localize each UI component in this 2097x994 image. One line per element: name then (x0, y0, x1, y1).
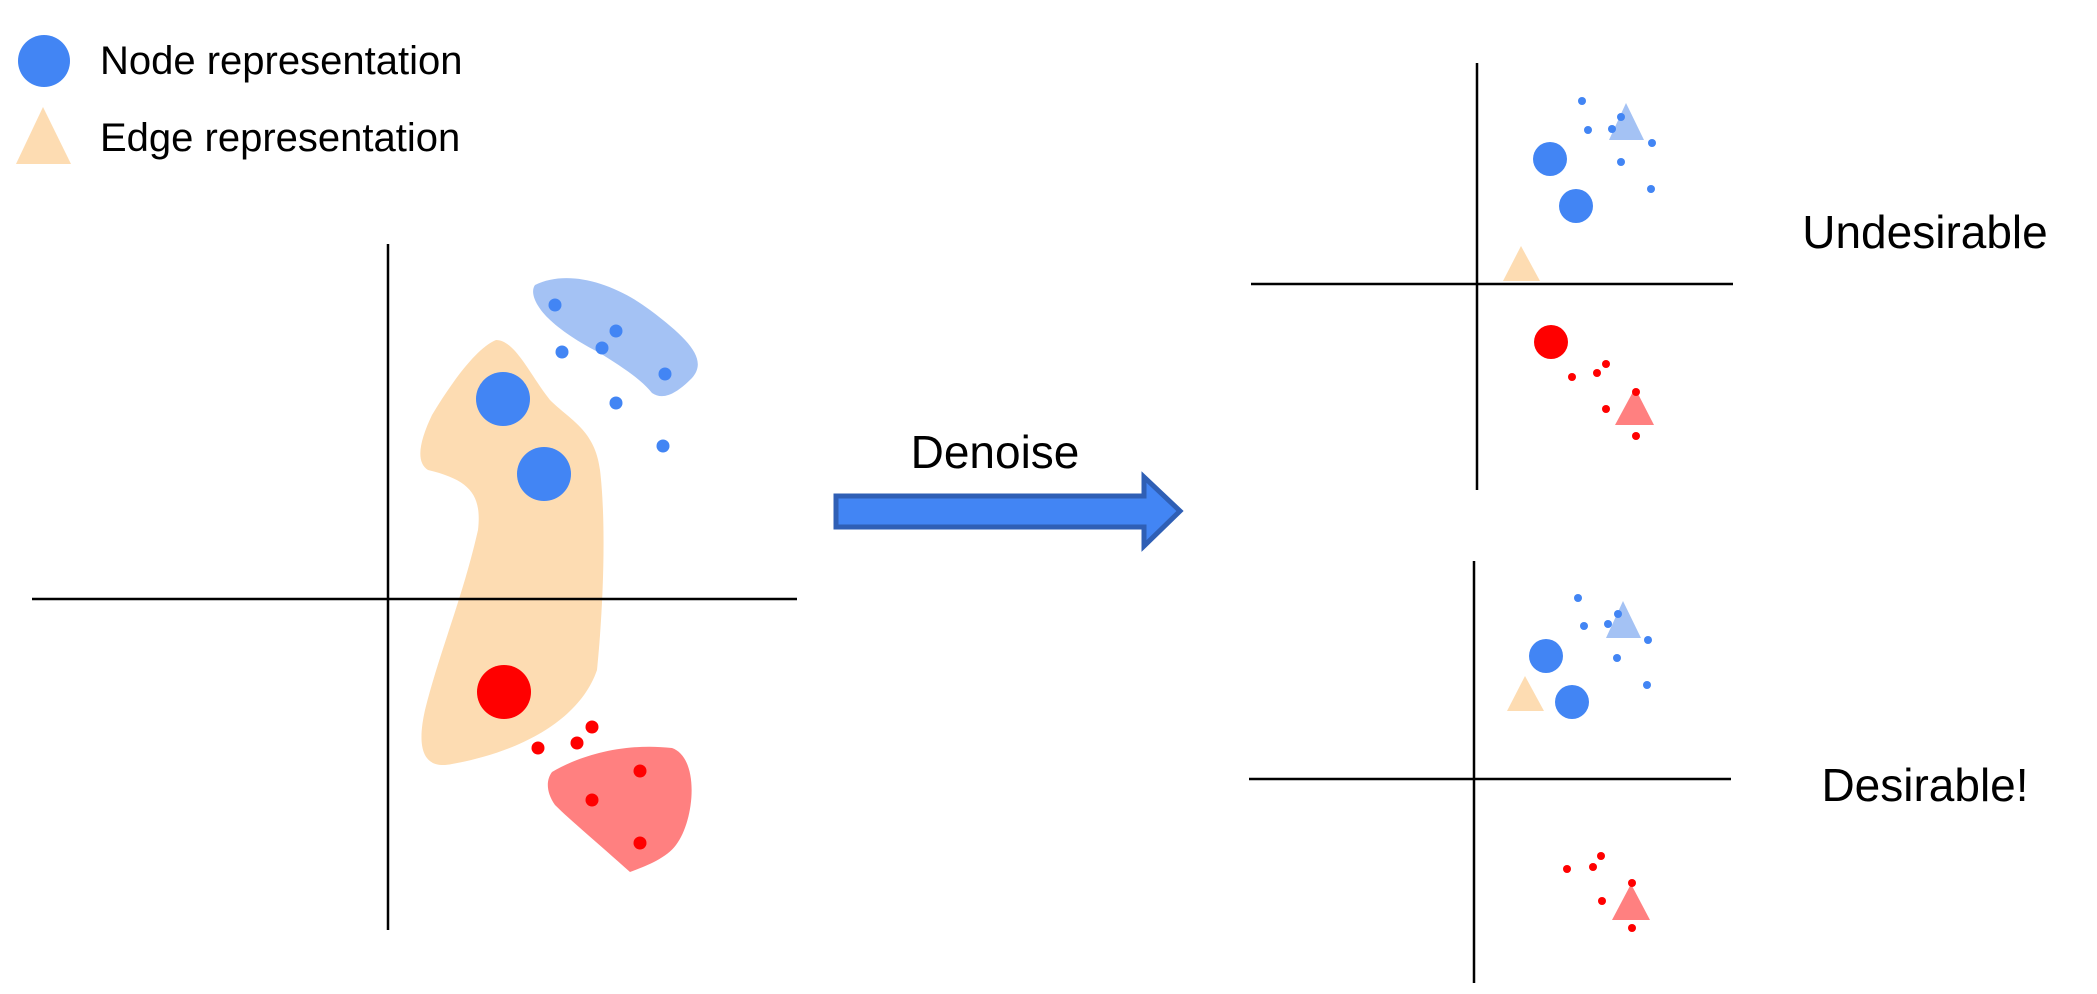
blue-edge-dot (1613, 654, 1621, 662)
orange-edge-triangle (1507, 676, 1544, 711)
blue-edge-dot (555, 345, 569, 359)
blue-node-circle (1533, 142, 1567, 176)
red-edge-dot (633, 836, 647, 850)
orange-edge-triangle (1503, 246, 1540, 281)
blue-node-circle (1529, 639, 1563, 673)
noisy-embedding-space (32, 244, 797, 930)
red-edge-dot (1593, 369, 1601, 377)
red-edge-dot (585, 793, 599, 807)
arrow-right-icon (833, 471, 1184, 552)
blue-edge-dot (595, 341, 609, 355)
blue-node-circle (1555, 685, 1589, 719)
blue-edge-dot (609, 396, 623, 410)
legend: Node representation Edge representation (16, 35, 462, 164)
legend-node-label: Node representation (100, 39, 462, 83)
blue-edge-dot (1643, 681, 1651, 689)
legend-node-circle-icon (18, 35, 70, 87)
red-edge-dot (1598, 897, 1606, 905)
blue-edge-triangle (1609, 103, 1644, 140)
blue-edge-dot (1617, 158, 1625, 166)
blue-edge-dot (548, 298, 562, 312)
red-edge-dot (1632, 432, 1640, 440)
blue-edge-dot (1644, 636, 1652, 644)
red-edge-dot (1589, 863, 1597, 871)
red-edge-dot (1602, 360, 1610, 368)
red-edge-dot (1568, 373, 1576, 381)
red-edge-dot (531, 741, 545, 755)
blue-edge-dot (658, 367, 672, 381)
desirable-label: Desirable! (1821, 759, 2028, 811)
red-edge-dot (1602, 405, 1610, 413)
blue-edge-dot (1574, 594, 1582, 602)
undesirable-embedding-space: Undesirable (1251, 63, 2048, 490)
blue-edge-dot (1584, 126, 1592, 134)
edge-representation-cloud (420, 340, 604, 766)
blue-edge-dot (1608, 125, 1616, 133)
blue-edge-dot (1614, 610, 1622, 618)
blue-edge-dot (1604, 620, 1612, 628)
denoise-arrow: Denoise (833, 426, 1184, 552)
blue-node-circle (1559, 189, 1593, 223)
blue-edge-triangle (1606, 601, 1641, 638)
blue-edge-dot (1647, 185, 1655, 193)
red-edge-dot (1563, 865, 1571, 873)
red-edge-triangle (1612, 884, 1650, 920)
red-edge-dot (570, 736, 584, 750)
blue-edge-dot (656, 439, 670, 453)
red-edge-dot (1632, 388, 1640, 396)
legend-edge-label: Edge representation (100, 116, 460, 160)
blue-edge-dot (1578, 97, 1586, 105)
blue-edge-dot (1648, 139, 1656, 147)
undesirable-label: Undesirable (1802, 206, 2047, 258)
red-edge-dot (585, 720, 599, 734)
red-edge-dot (1597, 852, 1605, 860)
denoise-label: Denoise (911, 426, 1080, 478)
desirable-embedding-space: Desirable! (1249, 561, 2029, 983)
red-edge-dot (633, 764, 647, 778)
red-edge-triangle (1615, 388, 1654, 425)
red-edge-dot (1628, 879, 1636, 887)
red-node-circle (477, 665, 531, 719)
blue-edge-dot (609, 324, 623, 338)
red-edge-dot (1628, 924, 1636, 932)
blue-edge-dot (1617, 113, 1625, 121)
red-node-circle (1534, 325, 1568, 359)
legend-edge-triangle-icon (16, 107, 71, 164)
blue-node-circle (517, 447, 571, 501)
blue-node-circle (476, 372, 530, 426)
blue-edge-dot (1580, 622, 1588, 630)
red-cluster-blob (547, 746, 692, 872)
